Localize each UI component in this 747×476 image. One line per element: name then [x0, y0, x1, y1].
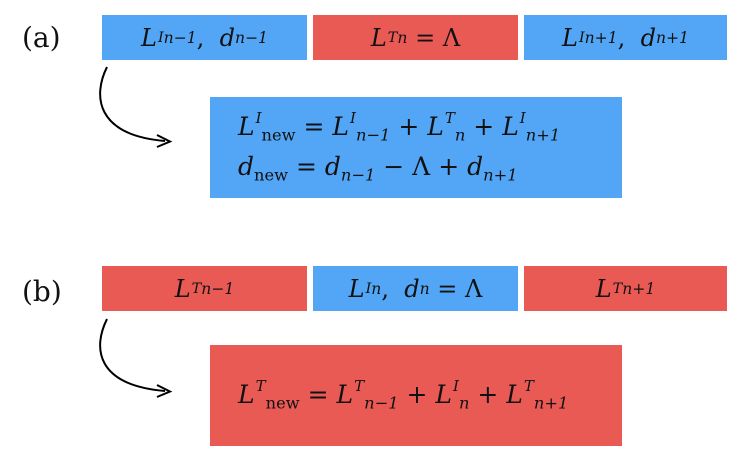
- symbol: L: [370, 23, 387, 52]
- symbol: L: [141, 23, 157, 52]
- equation-length: LTnew = LTn−1 + LIn + LTn+1: [238, 377, 569, 413]
- panel-b-label: (b): [22, 275, 62, 308]
- subscript: n+1: [584, 28, 618, 47]
- subscript: n−1: [163, 28, 197, 47]
- superscript: I: [157, 29, 164, 46]
- merge-arrow-b: [99, 318, 173, 398]
- subscript: n−1: [234, 28, 268, 47]
- symbol: d: [640, 23, 656, 52]
- panel-a-label: (a): [22, 21, 61, 54]
- value: Λ: [442, 23, 461, 52]
- subscript: n: [397, 28, 408, 47]
- result-box-b: LTnew = LTn−1 + LIn + LTn+1: [210, 345, 622, 446]
- equation-length: LInew = LIn−1 + LTn + LIn+1: [238, 109, 561, 145]
- symbol: L: [562, 23, 578, 52]
- comma: ,: [617, 23, 641, 52]
- superscript: T: [387, 29, 398, 46]
- subscript: n+1: [655, 28, 689, 47]
- equation-disorder: dnew = dn−1 − Λ + dn+1: [238, 152, 518, 185]
- result-box-a: LInew = LIn−1 + LTn + LIn+1 dnew = dn−1 …: [210, 97, 622, 198]
- superscript: I: [578, 29, 585, 46]
- symbol: d: [219, 23, 235, 52]
- comma: ,: [196, 23, 220, 52]
- merge-arrow-a: [99, 66, 173, 148]
- equals: =: [415, 23, 436, 52]
